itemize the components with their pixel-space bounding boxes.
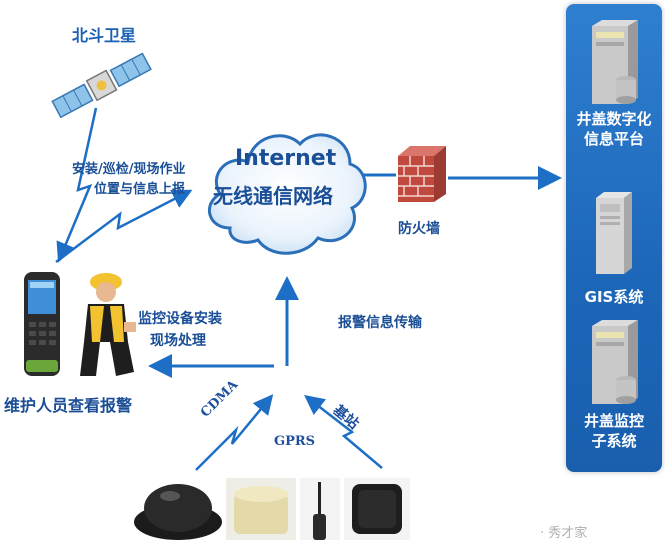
firewall-icon (398, 146, 446, 202)
maintenance-label: 维护人员查看报警 (4, 396, 133, 415)
server-icon (592, 20, 638, 104)
monitor-text-line2: 现场处理 (150, 333, 206, 349)
gis-server-icon (596, 192, 632, 274)
monitor-text-line1: 监控设备安装 (138, 311, 222, 327)
satellite-icon (51, 52, 152, 119)
sensor-antenna-icon (300, 478, 340, 540)
monitor-server-icon (592, 320, 638, 404)
sensor-cylinder-icon (226, 478, 296, 540)
lightning-device-to-cloud (55, 189, 193, 263)
sensor-square-icon (344, 478, 410, 540)
alarm-transmission-label: 报警信息传输 (338, 315, 422, 331)
upload-text-line1: 安装/巡检/现场作业 (72, 162, 186, 177)
lightning-cdma (195, 394, 274, 471)
network-title-english: Internet (235, 146, 337, 171)
cloud-icon (208, 133, 367, 255)
worker-icon (80, 273, 136, 376)
handheld-device-icon (24, 272, 60, 376)
sensor-dome-icon (134, 484, 222, 540)
lightning-satellite-to-device (56, 107, 98, 263)
firewall-label: 防火墙 (398, 221, 440, 237)
lightning-base-station (304, 394, 383, 469)
satellite-label: 北斗卫星 (72, 26, 137, 45)
monitor-subsystem-label-line2: 子系统 (591, 432, 637, 450)
upload-text-line2: 位置与信息上报 (94, 182, 186, 197)
network-title-chinese: 无线通信网络 (213, 184, 333, 208)
monitor-subsystem-label-line1: 井盖监控 (583, 412, 644, 430)
watermark: · 秀才家 (540, 526, 588, 541)
platform-label-line1: 井盖数字化 (576, 110, 652, 128)
gis-label: GIS系统 (584, 288, 644, 306)
platform-label-line2: 信息平台 (583, 130, 644, 148)
gprs-label: GPRS (274, 434, 316, 449)
